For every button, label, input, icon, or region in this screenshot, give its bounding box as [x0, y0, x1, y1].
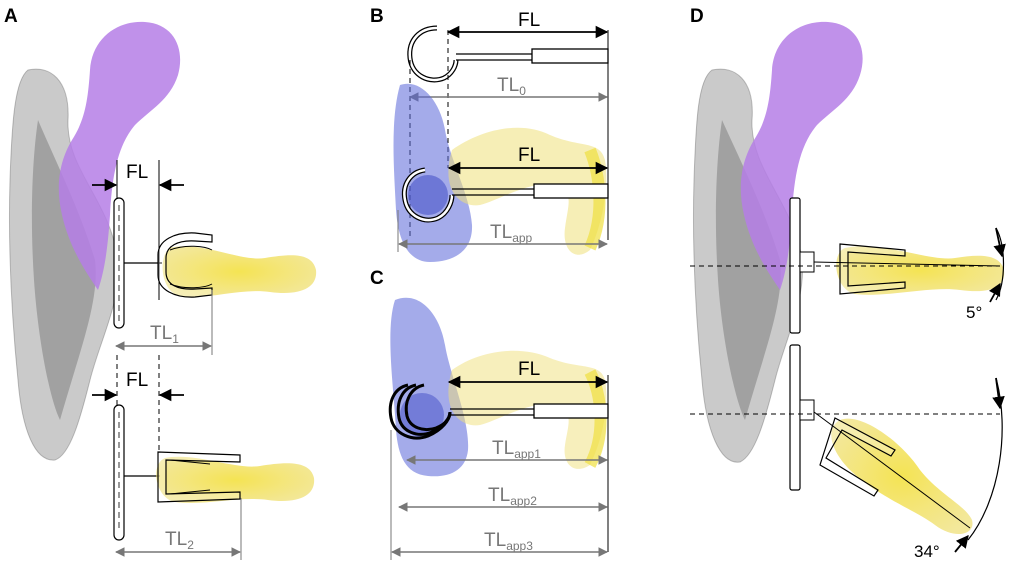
- angle-arrow-d-top-lower: [988, 282, 1001, 303]
- tlapp3-label: TLapp3: [484, 530, 533, 553]
- angle-arrow-d-bottom-lower: [954, 535, 969, 553]
- clip-a-bottom: [157, 451, 241, 503]
- gray-tissue-d-inner: [715, 120, 781, 420]
- panel-b: B FL TL0 FL: [370, 6, 609, 263]
- angle-arc-d-bottom: [967, 377, 1003, 541]
- angle-arrow-d-top-upper: [993, 227, 1006, 258]
- panel-c: C FL TLapp1 TLapp2 TLapp3: [370, 268, 609, 560]
- connector-d-bottom: [799, 399, 815, 421]
- angle-arrow-d-bottom-upper: [992, 377, 1005, 410]
- hook-c-3: [404, 383, 452, 431]
- yellow-tube-d-bottom: [831, 418, 973, 535]
- purple-structure-d: [740, 21, 863, 290]
- panel-d: D 5° 34°: [690, 6, 1006, 561]
- tl0-label: TL0: [497, 75, 526, 98]
- panel-letter-b: B: [370, 6, 384, 27]
- fl-a-top-label: FL: [126, 162, 148, 183]
- panel-letter-c: C: [370, 268, 384, 289]
- tl2-label: TL2: [165, 529, 194, 552]
- gray-tissue-a-inner: [31, 120, 96, 420]
- blue-nerve-c: [400, 393, 444, 437]
- clip-d-top: [839, 243, 906, 295]
- blue-nerve-b: [408, 175, 448, 215]
- fl-b-top-label: FL: [518, 10, 540, 31]
- panel-letter-a: A: [4, 6, 18, 27]
- yellow-tube-d-top: [836, 246, 1005, 295]
- tlapp-label: TLapp: [490, 222, 533, 245]
- handle-b-top: [531, 48, 609, 64]
- hook-b-mid-inner: [403, 168, 454, 222]
- yellow-tissue-b: [448, 127, 607, 255]
- hook-b-top-inner: [408, 26, 458, 82]
- angle-label-d-bottom: 34°: [914, 542, 940, 561]
- clip-a-top-prongs: [169, 245, 213, 289]
- angle-label-d-top: 5°: [966, 303, 982, 322]
- clip-a-top: [157, 232, 213, 298]
- electrode-plate-d-bottom: [789, 344, 801, 491]
- fl-b-mid-label: FL: [518, 145, 540, 166]
- yellow-tube-a-top: [162, 246, 317, 297]
- purple-structure-a: [58, 21, 181, 290]
- panel-letter-d: D: [690, 6, 704, 27]
- tlapp1-label: TLapp1: [492, 438, 541, 461]
- handle-c: [533, 403, 609, 419]
- clip-d-bottom: [819, 417, 896, 497]
- axis-line-d-bottom: [813, 411, 971, 529]
- tl1-label: TL1: [150, 323, 179, 346]
- connector-d-top: [799, 251, 815, 273]
- tlapp2-label: TLapp2: [488, 485, 537, 508]
- clip-a-bottom-prongs: [169, 459, 211, 495]
- handle-b-mid: [533, 183, 609, 199]
- fl-a-bottom-label: FL: [126, 370, 148, 391]
- panel-a: A FL TL1 FL: [4, 6, 317, 560]
- axis-line-d-top: [813, 261, 1001, 267]
- fl-c-label: FL: [518, 359, 540, 380]
